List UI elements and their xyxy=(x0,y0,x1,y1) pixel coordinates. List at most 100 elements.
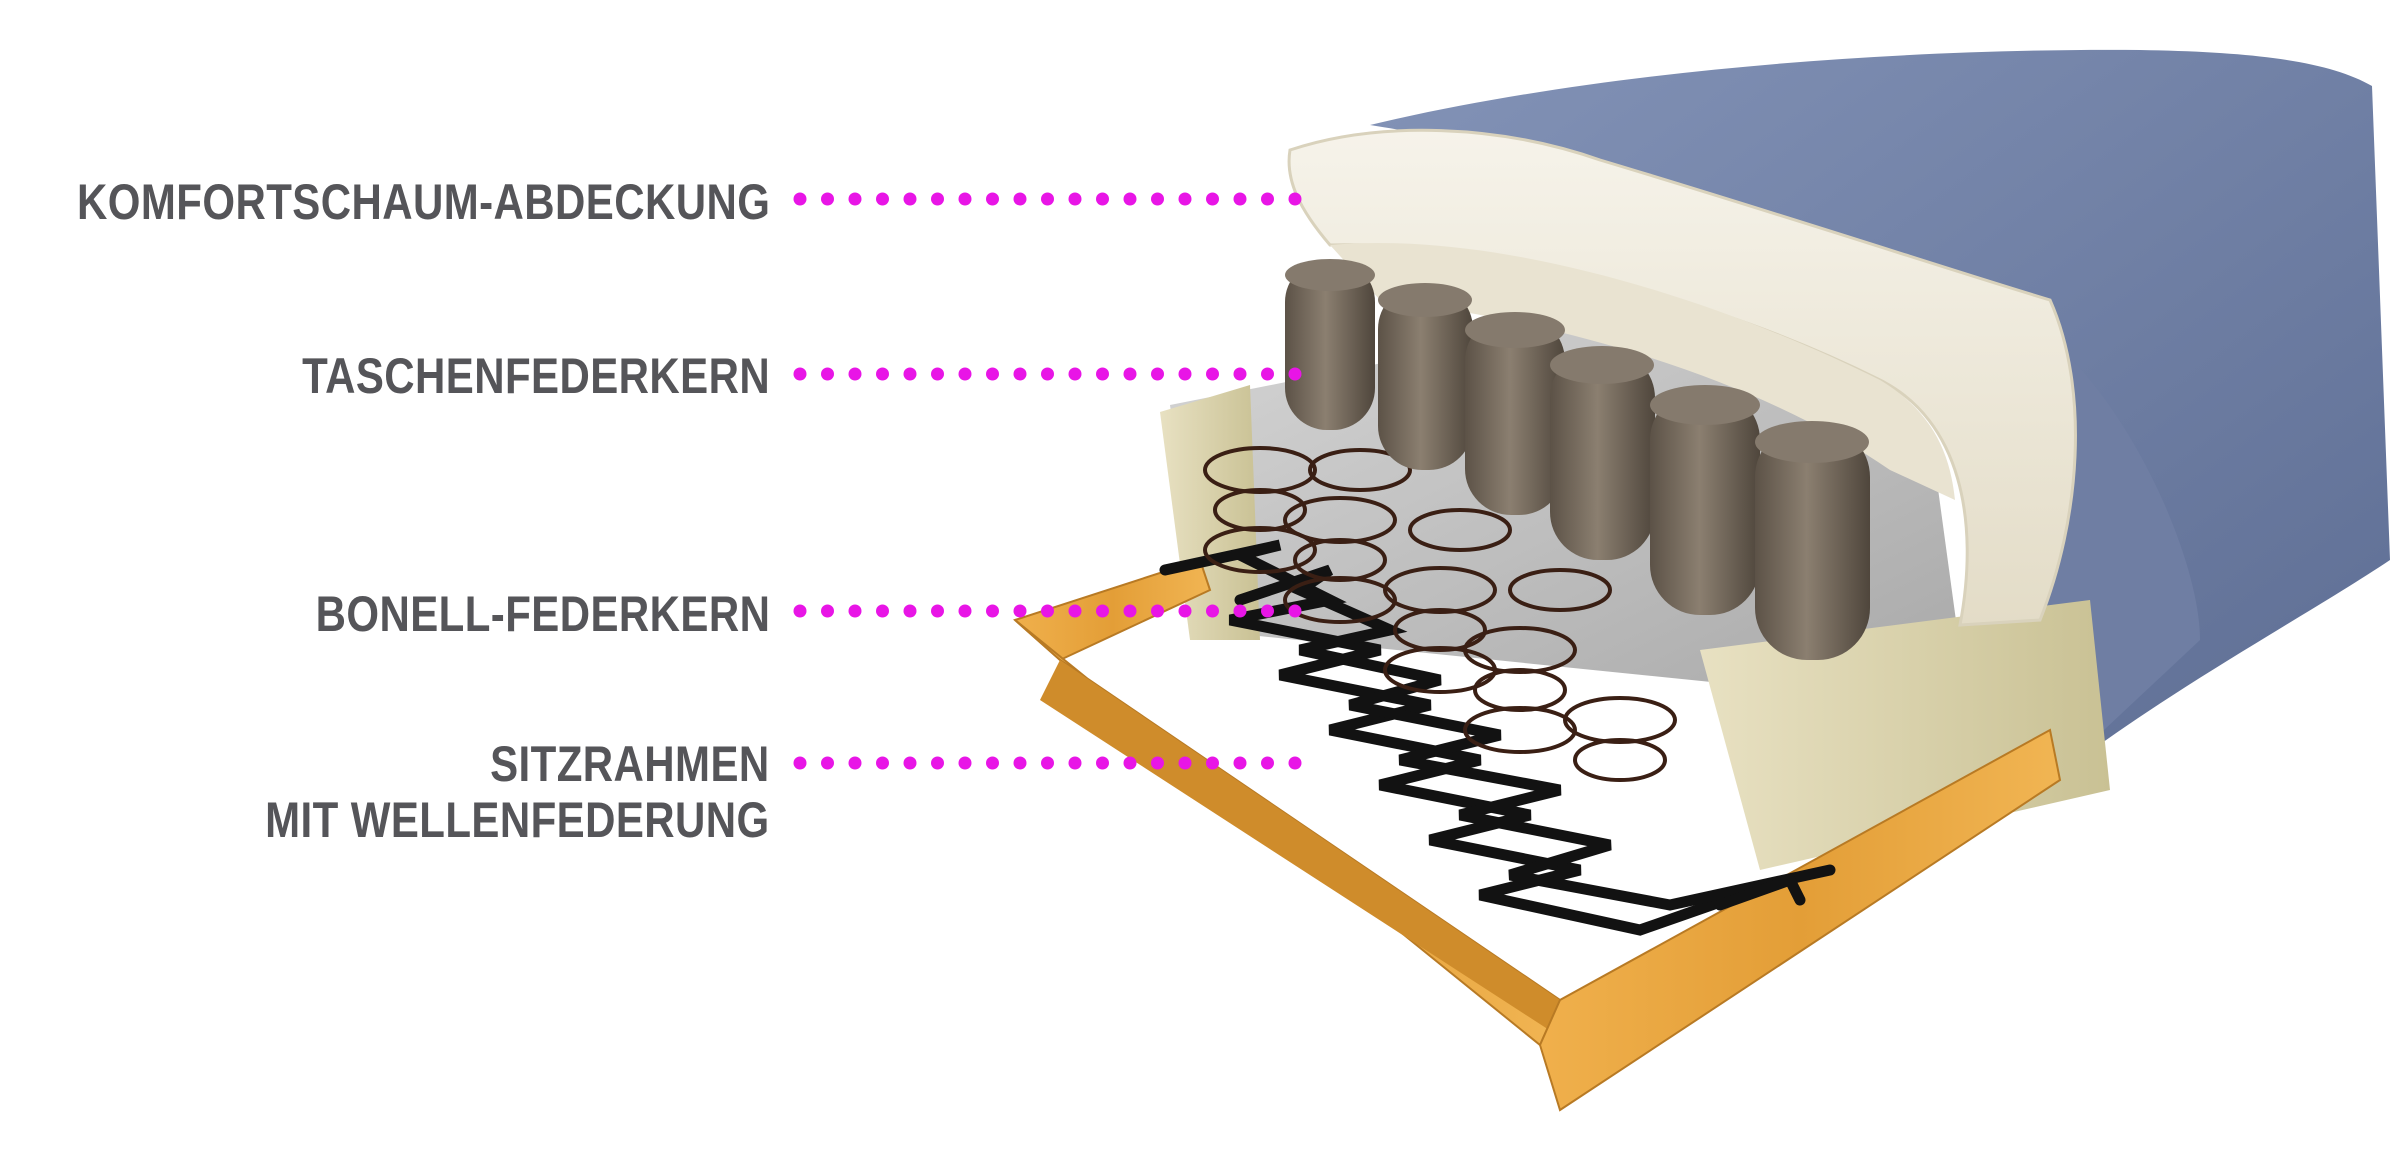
leader-line-2 xyxy=(793,367,1302,381)
leader-dot xyxy=(986,604,999,618)
leader-dot xyxy=(1041,604,1054,618)
leader-dot xyxy=(821,192,834,206)
leader-dot xyxy=(1178,367,1192,381)
leader-dot xyxy=(1206,604,1219,618)
leader-dot xyxy=(1013,192,1027,206)
leader-dot xyxy=(986,367,999,381)
leader-dot xyxy=(1068,367,1082,381)
pocket-spring xyxy=(1650,385,1760,615)
leader-dot xyxy=(986,192,999,206)
bonnell-springs xyxy=(1203,446,1677,782)
leader-line-3 xyxy=(793,604,1302,618)
pocket-springs xyxy=(1285,259,1870,660)
label-sitzrahmen: SITZRAHMEN MIT WELLENFEDERUNG xyxy=(265,736,770,848)
leader-dot xyxy=(1123,604,1137,618)
leader-dot xyxy=(903,367,917,381)
leader-dot xyxy=(1261,192,1274,206)
leader-dot xyxy=(931,604,944,618)
leader-dot xyxy=(1233,367,1247,381)
leader-dot xyxy=(1261,367,1274,381)
leader-dot xyxy=(1151,367,1164,381)
leader-dot xyxy=(1013,367,1027,381)
leader-dot xyxy=(1041,367,1054,381)
leader-dot xyxy=(1096,756,1109,770)
leader-dot xyxy=(958,192,972,206)
leader-dot xyxy=(1041,756,1054,770)
leader-dot xyxy=(1233,604,1247,618)
leader-dot xyxy=(848,192,862,206)
leader-dot xyxy=(1151,192,1164,206)
label-line: TASCHENFEDERKERN xyxy=(302,348,770,404)
leader-dot xyxy=(848,367,862,381)
leader-line-4 xyxy=(793,756,1302,770)
leader-dot xyxy=(1151,604,1164,618)
label-taschenfederkern: TASCHENFEDERKERN xyxy=(302,348,770,404)
leader-dot xyxy=(986,756,999,770)
leader-dot xyxy=(1233,192,1247,206)
leader-dot xyxy=(958,604,972,618)
leader-dot xyxy=(1013,604,1027,618)
leader-dot xyxy=(1151,756,1164,770)
leader-dot xyxy=(1123,756,1137,770)
seat-frame-right-rail xyxy=(1538,728,2062,1112)
leader-dot xyxy=(1096,367,1109,381)
leader-dot xyxy=(1178,756,1192,770)
leader-dot xyxy=(1261,756,1274,770)
leader-dot xyxy=(958,367,972,381)
leader-dot xyxy=(1206,756,1219,770)
leader-dot xyxy=(931,367,944,381)
leader-dot xyxy=(903,756,917,770)
leader-dot xyxy=(1206,367,1219,381)
leader-dot xyxy=(1041,192,1054,206)
leader-dot xyxy=(876,756,889,770)
leader-dot xyxy=(1123,192,1137,206)
leader-dot xyxy=(876,192,889,206)
leader-dot xyxy=(1096,192,1109,206)
leader-dot xyxy=(1206,192,1219,206)
pocket-spring xyxy=(1755,421,1870,660)
leader-dot xyxy=(793,604,807,618)
leader-dot xyxy=(1068,604,1082,618)
leader-dot xyxy=(903,604,917,618)
leader-dot xyxy=(1068,756,1082,770)
leader-dot xyxy=(848,604,862,618)
leader-dot xyxy=(821,367,834,381)
leader-dot xyxy=(793,756,807,770)
label-line: SITZRAHMEN xyxy=(490,736,770,792)
label-line: KOMFORTSCHAUM-ABDECKUNG xyxy=(76,174,770,230)
leader-dot xyxy=(848,756,862,770)
leader-dot xyxy=(793,367,807,381)
leader-dot xyxy=(1013,756,1027,770)
leader-dot xyxy=(1178,604,1192,618)
leader-dot xyxy=(1288,756,1302,770)
pocket-spring xyxy=(1550,346,1655,560)
leader-dot xyxy=(1233,756,1247,770)
leader-dot xyxy=(821,756,834,770)
leader-dot xyxy=(1123,367,1137,381)
label-line: MIT WELLENFEDERUNG xyxy=(265,792,770,848)
leader-dot xyxy=(821,604,834,618)
seat-frame-front-face xyxy=(1040,660,1580,1050)
leader-dot xyxy=(1096,604,1109,618)
pocket-spring xyxy=(1465,312,1565,515)
leader-dot xyxy=(903,192,917,206)
comfort-foam-inner xyxy=(1330,242,1955,501)
leader-dot xyxy=(793,192,807,206)
leader-dot xyxy=(1261,604,1274,618)
pocket-spring xyxy=(1378,283,1473,470)
leader-dot xyxy=(876,604,889,618)
leader-dot xyxy=(1178,192,1192,206)
leader-line-1 xyxy=(793,192,1302,206)
label-bonell-federkern: BONELL-FEDERKERN xyxy=(315,586,770,642)
leader-dot xyxy=(1288,604,1302,618)
leader-dot xyxy=(1288,367,1302,381)
label-line: BONELL-FEDERKERN xyxy=(315,586,770,642)
leader-dot xyxy=(1288,192,1302,206)
leader-dot xyxy=(931,192,944,206)
leader-dot xyxy=(958,756,972,770)
pocket-spring xyxy=(1285,259,1375,430)
leader-dot xyxy=(931,756,944,770)
